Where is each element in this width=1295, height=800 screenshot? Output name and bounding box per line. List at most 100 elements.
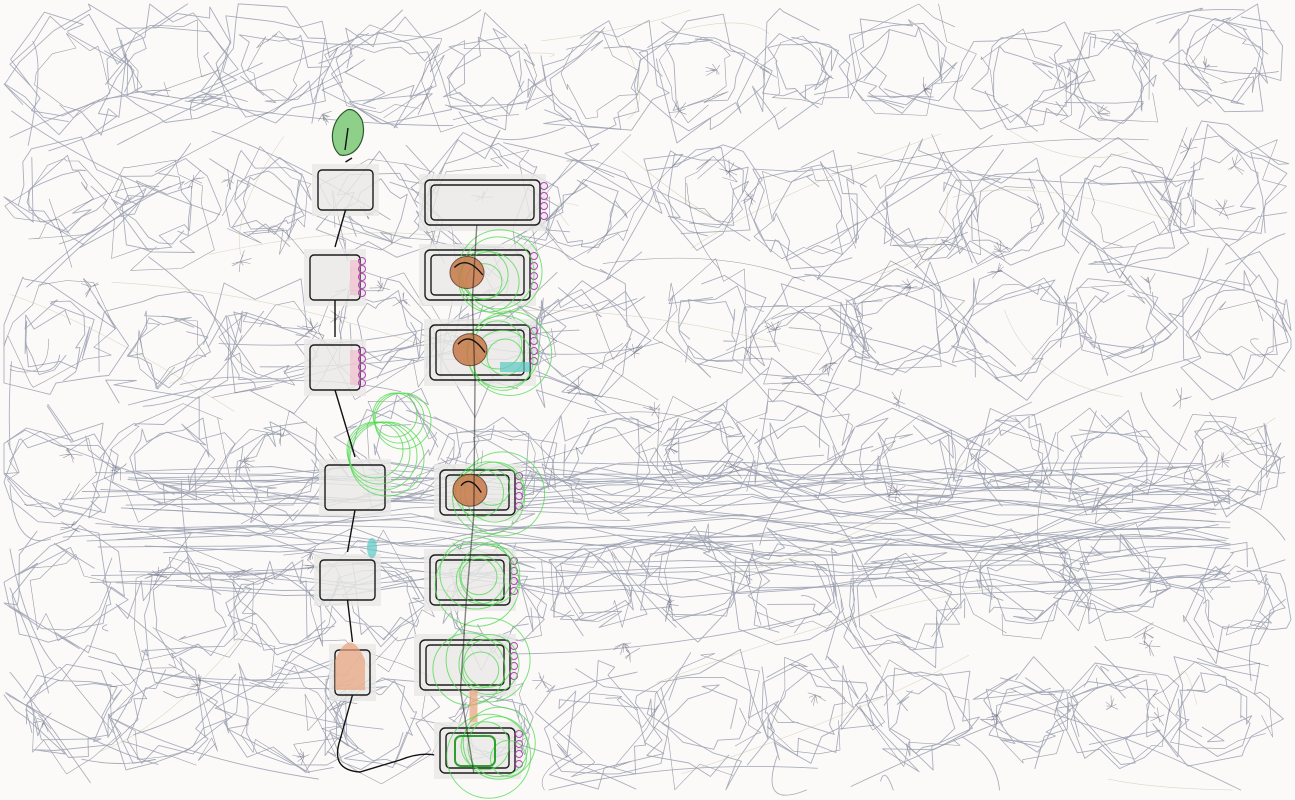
scribble-loop xyxy=(658,535,735,622)
scribble-loop xyxy=(876,425,963,506)
scribble-spike xyxy=(719,159,741,179)
scribble-loop xyxy=(548,548,633,621)
scribble-stroke xyxy=(879,191,948,274)
scribble-stroke xyxy=(1100,666,1126,699)
scribble-spike xyxy=(279,425,291,446)
scribble-loop xyxy=(542,19,670,151)
left-node-chain xyxy=(304,108,436,773)
scribble-spike xyxy=(1105,695,1119,710)
scribble-spike xyxy=(1134,626,1154,645)
scribble-loop xyxy=(678,299,736,362)
scribble-loop xyxy=(963,277,1073,382)
scribble-spike xyxy=(807,692,826,706)
scribble-loop xyxy=(857,260,965,370)
green-ring xyxy=(445,617,531,703)
scribble-stroke xyxy=(114,718,319,780)
magenta-dot xyxy=(510,662,518,670)
scribble-stroke xyxy=(818,330,863,448)
scribble-stroke xyxy=(1003,125,1129,159)
scribble-band xyxy=(115,570,1231,596)
scribble-stroke xyxy=(857,152,1204,184)
scribble-spike xyxy=(705,64,720,76)
scribble-spike xyxy=(302,317,322,335)
scribble-loop xyxy=(954,277,1073,377)
scribble-loop xyxy=(752,164,859,270)
scribble-stroke xyxy=(557,202,579,226)
scribble-loop xyxy=(661,684,747,750)
scribble-loop xyxy=(109,652,218,766)
green-ring xyxy=(460,558,498,596)
scribble-loop xyxy=(1175,675,1251,757)
orange-blob xyxy=(452,473,488,507)
green-ring xyxy=(446,713,532,799)
scribble-loop xyxy=(98,291,230,404)
node-backdrop xyxy=(314,554,381,606)
scribble-loop xyxy=(877,429,954,521)
scribble-loop xyxy=(845,268,958,373)
scribble-loop xyxy=(971,37,1090,131)
scribble-stroke xyxy=(697,107,787,180)
scribble-stroke xyxy=(503,142,751,242)
scribble-loop xyxy=(1183,428,1282,505)
scribble-loop xyxy=(557,551,634,622)
scribble-band xyxy=(144,534,1219,557)
scribble-stroke xyxy=(813,28,890,95)
scribble-loop xyxy=(223,650,357,773)
scribble-loop xyxy=(99,395,236,507)
scribble-loop xyxy=(136,315,207,385)
scribble-loop xyxy=(855,670,980,773)
scribble-stroke xyxy=(726,231,968,351)
scribble-loop xyxy=(238,34,330,103)
scribble-loop xyxy=(24,299,95,382)
scribble-spike xyxy=(1140,273,1156,294)
scribble-loop xyxy=(888,682,956,754)
scribble-loop xyxy=(1064,36,1144,113)
scribble-stroke xyxy=(660,366,770,446)
scribble-spike xyxy=(625,343,643,359)
scribble-spike xyxy=(818,361,838,377)
scribble-loop xyxy=(516,142,663,280)
scribble-band xyxy=(117,527,1227,552)
scribble-loop xyxy=(1187,547,1286,653)
scribble-loop xyxy=(1055,662,1181,770)
scribble-loop xyxy=(732,527,852,661)
scribble-loop xyxy=(110,158,222,253)
scribble-stroke xyxy=(523,52,555,57)
scribble-stroke xyxy=(9,587,49,694)
scribble-spike xyxy=(292,748,310,766)
scribble-loop xyxy=(104,6,231,103)
scribble-spike xyxy=(392,292,411,307)
scribble-stroke xyxy=(656,587,1001,683)
magenta-dot xyxy=(358,265,366,273)
scribble-stroke xyxy=(622,151,716,220)
scribble-loop xyxy=(640,525,755,643)
scribble-loop xyxy=(664,523,751,617)
scribble-loop xyxy=(870,138,977,260)
scribble-loop xyxy=(1074,31,1153,130)
node-backdrop xyxy=(419,174,546,231)
scribble-loop xyxy=(1166,414,1282,510)
scribble-stroke xyxy=(101,624,109,632)
scribble-loop xyxy=(747,558,832,630)
scribble-loop xyxy=(638,13,770,144)
magenta-dot xyxy=(510,587,518,595)
scribble-spike xyxy=(1172,387,1192,409)
scribble-loop xyxy=(24,300,86,370)
scribble-loop xyxy=(541,179,629,247)
scribble-band xyxy=(163,541,1231,564)
scribble-loop xyxy=(678,285,751,363)
peach-bulb xyxy=(335,642,365,690)
scribble-loop xyxy=(1164,127,1287,247)
scribble-loop xyxy=(535,268,652,414)
green-ring xyxy=(462,651,500,689)
scribble-stroke xyxy=(788,327,957,367)
scribble-loop xyxy=(214,662,359,766)
magenta-dot xyxy=(515,740,523,748)
scribble-loop xyxy=(344,44,437,105)
scribble-loop xyxy=(107,657,233,771)
scribble-loop xyxy=(843,537,962,669)
scribble-loop xyxy=(200,3,326,124)
scribble-stroke xyxy=(98,633,244,753)
magenta-dot xyxy=(540,212,548,220)
scribble-loop xyxy=(1058,32,1157,121)
